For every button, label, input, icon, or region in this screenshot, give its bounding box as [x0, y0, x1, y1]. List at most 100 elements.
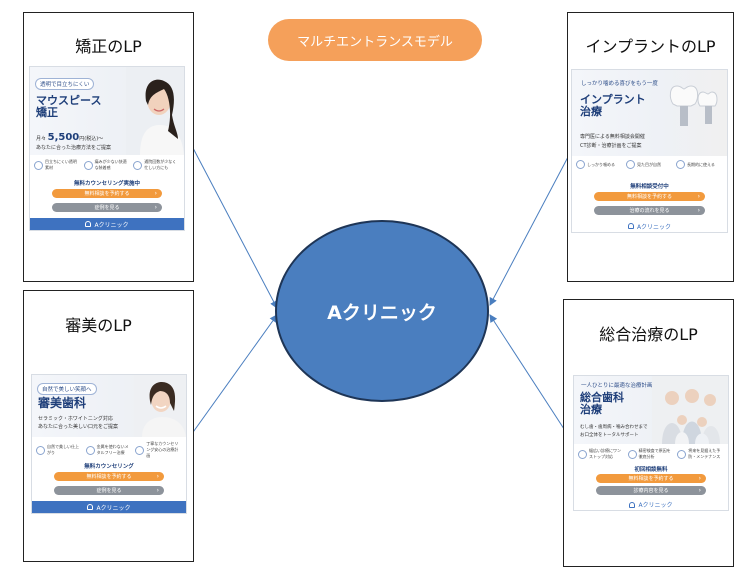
tooth-icon: [85, 221, 92, 227]
feature-icon: [36, 445, 45, 455]
cta-text: 無料カウンセリング実施中: [73, 181, 140, 187]
feature-label: しっかり噛める: [587, 161, 615, 167]
frame-title-general: 総合治療のLP: [599, 325, 698, 344]
cta-text: 無料カウンセリング: [84, 464, 134, 470]
feature-label: 自然で美しい仕上がり: [47, 444, 79, 455]
price-suffix: 円(税込)～: [79, 136, 104, 142]
feature-icon: [675, 160, 685, 169]
tooth-icon: [87, 504, 94, 510]
cases-button[interactable]: 症例を見る: [52, 203, 162, 212]
lp-subtext: セラミック・ホワイトニング対応: [38, 416, 113, 422]
feature-item: 将来を見据えた予防・メンテナンス: [677, 448, 724, 460]
tooth-icon: [627, 223, 634, 229]
feature-item: 目立ちにくい透明素材: [34, 159, 81, 171]
lp-footer: Aクリニック: [574, 499, 728, 510]
lp-subtext: CT診断・治療計画をご提案: [580, 143, 642, 149]
lp-footer: Aクリニック: [30, 218, 184, 230]
lp-tag: 透明で目立ちにくい: [35, 78, 95, 90]
feature-label: 通院回数が少なく忙しい方にも: [144, 159, 177, 170]
frame-implant: インプラントのLP しっかり噛める喜びをもう一度 インプラント 治療 専門医によ…: [567, 12, 734, 282]
lp-tag: しっかり噛める喜びをもう一度: [581, 81, 658, 87]
lp-implant[interactable]: しっかり噛める喜びをもう一度 インプラント 治療 専門医による無料相談会開催 C…: [571, 69, 728, 233]
feature-label: 痛みが少ない快適な装着感: [94, 159, 127, 170]
lp-headline: 治療: [580, 105, 602, 119]
feature-icon: [85, 445, 95, 455]
treatment-flow-button[interactable]: 治療の流れを見る: [594, 206, 705, 215]
feature-item: 丁寧なカウンセリング安心の治療計画: [135, 441, 182, 459]
lp-orthodontics[interactable]: 透明で目立ちにくい マウスピース 矯正 月々 5,500円(税込)～ あなたに合…: [29, 66, 185, 231]
reserve-button[interactable]: 無料相談を予約する: [54, 472, 164, 481]
frame-orthodontics: 矯正のLP 透明で目立ちにくい マウスピース 矯正 月々 5,500円(税込)～…: [23, 12, 194, 282]
implant-model-icon: [669, 85, 718, 126]
lp-subtext: あなたに合った美しい口元をご提案: [38, 424, 119, 430]
feature-icon: [627, 449, 637, 459]
feature-label: 幅広い診療にワンストップ対応: [589, 448, 621, 459]
feature-item: 金属を使わないメタルフリー治療: [85, 441, 133, 459]
lp-headline: 治療: [580, 403, 602, 417]
clinic-hub: Aクリニック: [275, 220, 489, 402]
reserve-button[interactable]: 無料相談を予約する: [594, 192, 705, 201]
feature-label: 精密検査で原因を徹底分析: [638, 448, 671, 459]
multi-entrance-model-pill: マルチエントランスモデル: [268, 19, 482, 61]
feature-item: 通院回数が少なく忙しい方にも: [133, 159, 180, 171]
footer-clinic-name: Aクリニック: [94, 221, 129, 229]
feature-icon: [625, 160, 635, 169]
connector-general: [489, 314, 567, 433]
frame-title-aesthetic: 審美のLP: [65, 316, 132, 335]
reserve-button[interactable]: 無料相談を予約する: [596, 474, 706, 483]
family-photo-icon: [652, 376, 728, 444]
reserve-button[interactable]: 無料相談を予約する: [52, 189, 162, 198]
connector-orthodontics: [192, 147, 278, 309]
connector-aesthetic: [185, 314, 278, 443]
feature-item: 痛みが少ない快適な装着感: [83, 159, 131, 171]
feature-icon: [576, 160, 585, 169]
lp-tag: 自然で美しい笑顔へ: [37, 383, 97, 395]
footer-clinic-name: Aクリニック: [638, 502, 673, 509]
frame-aesthetic: 審美のLP 自然で美しい笑顔へ 審美歯科 セラミック・ホワイトニング対応 あなた…: [23, 290, 194, 562]
feature-item: 幅広い診療にワンストップ対応: [578, 448, 625, 460]
services-button[interactable]: 診療内容を見る: [596, 486, 706, 495]
clinic-hub-label: Aクリニック: [327, 301, 437, 324]
connector-implant: [489, 156, 569, 306]
lp-headline: 審美歯科: [38, 396, 87, 410]
frame-title-implant: インプラントのLP: [585, 37, 716, 56]
feature-label: 金属を使わないメタルフリー治療: [96, 444, 129, 455]
price-prefix: 月々: [36, 136, 47, 142]
footer-clinic-name: Aクリニック: [636, 223, 672, 231]
price-value: 5,500: [47, 132, 80, 143]
cta-text: 無料相談受付中: [630, 184, 669, 190]
cases-button[interactable]: 症例を見る: [54, 486, 164, 495]
cta-text: 初回相談無料: [634, 467, 668, 473]
feature-item: 長期的に使える: [675, 160, 723, 169]
feature-item: 見た目が自然: [625, 160, 673, 169]
lp-headline: インプラント: [580, 93, 646, 106]
woman-photo-icon: [134, 375, 186, 437]
feature-label: 見た目が自然: [636, 161, 661, 167]
lp-subtext: むし歯・歯周病・噛み合わせまで: [580, 425, 648, 430]
feature-item: しっかり噛める: [576, 160, 623, 169]
lp-tag: 一人ひとりに最適な治療計画: [581, 383, 653, 389]
lp-headline: 矯正: [36, 106, 58, 120]
lp-subtext: お口全体をトータルサポート: [580, 433, 639, 438]
frame-general: 総合治療のLP 一人ひとりに最適な治療計画 総合歯科 治療 むし歯・歯周病・噛み…: [563, 299, 734, 567]
feature-icon: [83, 160, 93, 170]
lp-subtext: あなたに合った治療方法をご提案: [36, 145, 112, 151]
lp-subtext: 専門医による無料相談会開催: [580, 134, 645, 140]
frame-title-orthodontics: 矯正のLP: [75, 37, 142, 56]
lp-footer: Aクリニック: [32, 501, 186, 513]
feature-icon: [133, 160, 143, 170]
lp-footer: Aクリニック: [572, 220, 727, 232]
woman-photo-icon: [126, 67, 184, 155]
lp-aesthetic[interactable]: 自然で美しい笑顔へ 審美歯科 セラミック・ホワイトニング対応 あなたに合った美し…: [31, 374, 187, 514]
feature-label: 将来を見据えた予防・メンテナンス: [688, 448, 721, 459]
feature-label: 長期的に使える: [686, 161, 715, 167]
feature-item: 精密検査で原因を徹底分析: [627, 448, 675, 460]
feature-icon: [135, 445, 145, 455]
feature-icon: [578, 449, 587, 459]
lp-headline: マウスピース: [36, 94, 102, 107]
lp-headline: 総合歯科: [580, 391, 624, 404]
feature-label: 目立ちにくい透明素材: [45, 159, 77, 170]
footer-clinic-name: Aクリニック: [96, 504, 131, 512]
lp-general[interactable]: 一人ひとりに最適な治療計画 総合歯科 治療 むし歯・歯周病・噛み合わせまで お口…: [573, 375, 729, 511]
